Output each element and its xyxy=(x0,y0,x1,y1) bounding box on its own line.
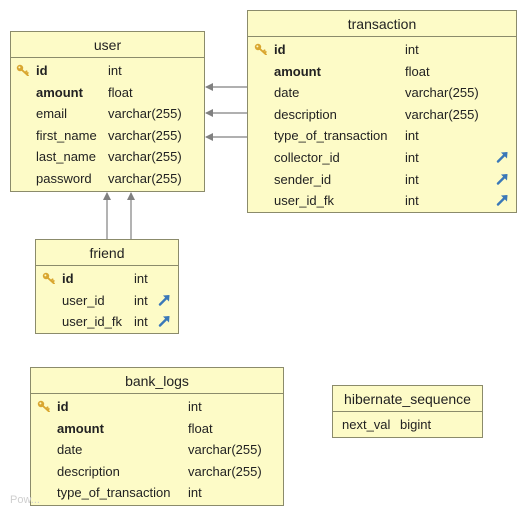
column-row-amount[interactable]: amount float xyxy=(31,418,283,440)
column-name: collector_id xyxy=(274,149,340,165)
column-row-description[interactable]: description varchar(255) xyxy=(248,104,516,126)
table-transaction[interactable]: transaction id int amount float date varchar(… xyxy=(247,10,517,213)
foreign-key-arrow-icon xyxy=(158,316,170,327)
column-name: amount xyxy=(57,420,104,436)
column-type: int xyxy=(134,271,148,286)
table-hibernate-sequence[interactable]: hibernate_sequence next_val bigint xyxy=(332,385,483,438)
foreign-key-arrow-icon xyxy=(496,195,508,206)
column-name: date xyxy=(57,442,83,458)
column-row-id[interactable]: id int xyxy=(248,39,516,61)
key-icon xyxy=(42,272,55,284)
column-name: id xyxy=(62,271,74,286)
column-row-amount[interactable]: amount float xyxy=(11,82,204,104)
column-row-date[interactable]: date varchar(255) xyxy=(31,439,283,461)
column-name: first_name xyxy=(36,127,97,143)
column-type: int xyxy=(405,42,419,57)
column-type: int xyxy=(108,63,122,78)
column-name: description xyxy=(274,106,337,122)
key-icon xyxy=(37,400,50,412)
table-bank-logs[interactable]: bank_logs id int amount float date varchar(25… xyxy=(30,367,284,506)
table-title: hibernate_sequence xyxy=(333,386,482,412)
column-name: id xyxy=(36,63,48,78)
column-row-id[interactable]: id int xyxy=(31,396,283,418)
column-row-sender-id[interactable]: sender_id int xyxy=(248,169,516,191)
column-type: int xyxy=(188,485,202,501)
column-type: int xyxy=(405,149,419,165)
column-name: date xyxy=(274,85,300,101)
column-name: next_val xyxy=(342,417,391,432)
column-type: varchar(255) xyxy=(188,442,262,458)
column-row-password[interactable]: password varchar(255) xyxy=(11,168,204,190)
table-title: bank_logs xyxy=(31,368,283,394)
column-row-date[interactable]: date varchar(255) xyxy=(248,82,516,104)
column-row-id[interactable]: id int xyxy=(11,60,204,82)
column-name: email xyxy=(36,106,68,122)
column-name: amount xyxy=(274,63,321,79)
column-row-amount[interactable]: amount float xyxy=(248,61,516,83)
watermark-text: Pow... xyxy=(10,494,40,506)
column-type: varchar(255) xyxy=(188,463,262,479)
column-row-last-name[interactable]: last_name varchar(255) xyxy=(11,146,204,168)
column-type: int xyxy=(405,193,419,209)
key-icon xyxy=(254,43,267,55)
column-type: int xyxy=(405,171,419,187)
column-name: amount xyxy=(36,84,83,100)
column-name: id xyxy=(57,399,69,414)
column-row-collector-id[interactable]: collector_id int xyxy=(248,147,516,169)
table-title: friend xyxy=(36,240,178,266)
column-type: varchar(255) xyxy=(405,85,479,101)
foreign-key-arrow-icon xyxy=(496,151,508,163)
column-name: sender_id xyxy=(274,171,332,187)
key-icon xyxy=(16,64,29,76)
table-title: transaction xyxy=(248,11,516,37)
table-rows: next_val bigint xyxy=(333,412,482,436)
column-type: int xyxy=(405,128,419,144)
column-row-type-of-transaction[interactable]: type_of_transaction int xyxy=(31,482,283,504)
column-name: last_name xyxy=(36,149,96,165)
column-type: varchar(255) xyxy=(405,106,479,122)
column-type: bigint xyxy=(400,417,432,432)
foreign-key-arrow-icon xyxy=(158,294,170,306)
column-type: int xyxy=(188,399,202,414)
foreign-key-arrow-icon xyxy=(496,173,508,185)
column-name: type_of_transaction xyxy=(274,128,388,144)
column-name: description xyxy=(57,463,120,479)
column-name: type_of_transaction xyxy=(57,485,171,501)
column-row-user-id[interactable]: user_id int xyxy=(36,290,178,312)
column-type: float xyxy=(108,84,133,100)
table-title: user xyxy=(11,32,204,58)
column-name: user_id xyxy=(62,292,105,308)
column-type: int xyxy=(134,314,148,330)
column-type: varchar(255) xyxy=(108,106,182,122)
column-row-next-val[interactable]: next_val bigint xyxy=(333,414,482,436)
column-row-user-id-fk[interactable]: user_id_fk int xyxy=(36,311,178,333)
column-name: password xyxy=(36,170,92,186)
column-type: varchar(255) xyxy=(108,149,182,165)
column-type: varchar(255) xyxy=(108,170,182,186)
column-row-description[interactable]: description varchar(255) xyxy=(31,461,283,483)
column-name: user_id_fk xyxy=(62,314,122,330)
column-type: varchar(255) xyxy=(108,127,182,143)
column-row-id[interactable]: id int xyxy=(36,268,178,290)
column-type: float xyxy=(188,420,213,436)
column-row-user-id-fk[interactable]: user_id_fk int xyxy=(248,190,516,212)
column-name: user_id_fk xyxy=(274,193,334,209)
column-name: id xyxy=(274,42,286,57)
column-row-type-of-transaction[interactable]: type_of_transaction int xyxy=(248,125,516,147)
column-row-email[interactable]: email varchar(255) xyxy=(11,103,204,125)
column-type: float xyxy=(405,63,430,79)
column-row-first-name[interactable]: first_name varchar(255) xyxy=(11,125,204,147)
column-type: int xyxy=(134,292,148,308)
